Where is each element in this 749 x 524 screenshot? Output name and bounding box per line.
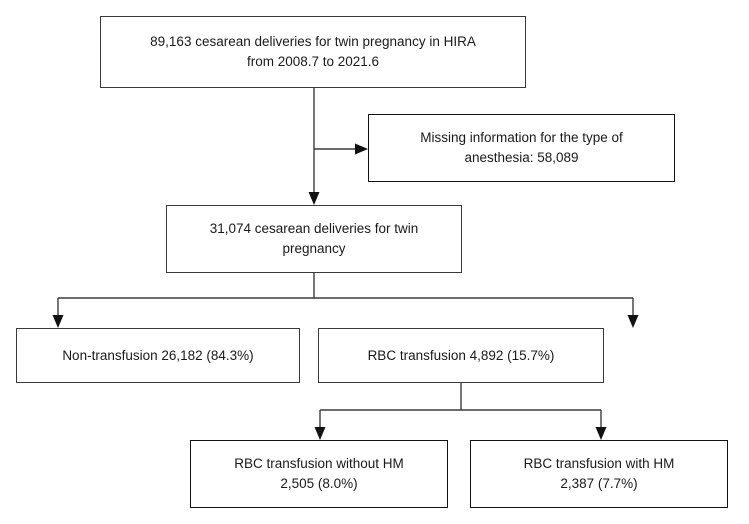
connector-source-to-cohort (308, 88, 320, 205)
node-non-transfusion: Non-transfusion 26,182 (84.3%) (16, 328, 300, 383)
connector-cohort-split (52, 273, 639, 328)
node-rbc-transfusion-with-hm: RBC transfusion with HM 2,387 (7.7%) (470, 440, 728, 508)
node-analysis-cohort: 31,074 cesarean deliveries for twin preg… (166, 205, 462, 273)
connector-rbc-split (314, 383, 607, 440)
node-cohort-source: 89,163 cesarean deliveries for twin preg… (100, 16, 526, 88)
connector-exclusion-branch (314, 143, 368, 155)
node-rbc-transfusion: RBC transfusion 4,892 (15.7%) (318, 328, 604, 383)
node-rbc-transfusion-without-hm: RBC transfusion without HM 2,505 (8.0%) (190, 440, 448, 508)
node-excluded-missing-anesthesia: Missing information for the type of anes… (368, 114, 675, 182)
